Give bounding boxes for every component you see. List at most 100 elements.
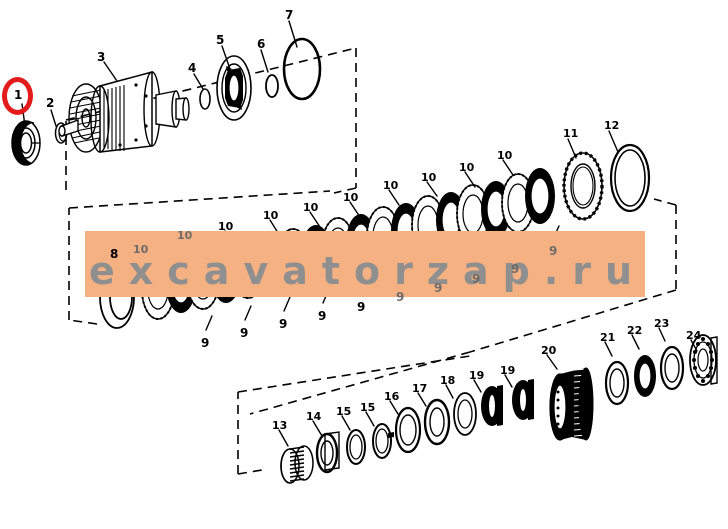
callout-label-9: 9	[434, 281, 443, 295]
leader-line-18	[445, 384, 454, 399]
callout-label-7: 7	[285, 8, 294, 22]
leader-line-9	[361, 279, 369, 295]
callout-label-9: 9	[201, 336, 210, 350]
leader-line-12	[608, 130, 619, 153]
callout-label-14: 14	[306, 410, 322, 423]
callout-label-10: 10	[263, 209, 279, 222]
part-19-spacer-a	[481, 385, 503, 426]
part-17-washer	[423, 398, 451, 446]
leader-line-9	[552, 225, 560, 240]
leader-line-24	[690, 339, 698, 352]
leader-line-3	[103, 61, 118, 82]
callout-label-16: 16	[384, 390, 400, 403]
leader-line-9	[437, 261, 445, 276]
callout-label-20: 20	[541, 344, 557, 357]
part-3-clutch-drum-hub	[58, 71, 190, 153]
part-21-washer	[604, 360, 630, 406]
leader-line-17	[417, 392, 427, 407]
callout-label-10: 10	[383, 179, 399, 192]
part-23-washer	[659, 345, 685, 391]
leader-line-10	[426, 181, 438, 197]
part-6-o-ring	[265, 74, 279, 98]
part-20-splined-shaft	[549, 367, 594, 441]
group-bracket-shaft	[237, 355, 471, 475]
leader-line-10	[224, 230, 237, 248]
callout-label-9: 9	[279, 317, 288, 331]
callout-label-10: 10	[303, 201, 319, 214]
part-1-bearing	[11, 120, 41, 166]
part-4-o-ring	[199, 88, 211, 110]
part-12-plain-ring	[609, 143, 651, 213]
callout-label-9: 9	[318, 309, 327, 323]
leader-line-21	[604, 341, 613, 357]
callout-label-8: 8	[110, 247, 119, 261]
callout-label-9: 9	[472, 272, 481, 286]
leader-line-15	[365, 411, 375, 427]
callout-label-2: 2	[46, 96, 55, 110]
part-15-snap-ring-b	[372, 423, 394, 459]
callout-label-18: 18	[440, 374, 456, 387]
part-24-bearing	[689, 334, 718, 386]
highlight-ring-part-1	[2, 77, 33, 115]
callout-label-6: 6	[257, 37, 266, 51]
part-7-large-o-ring	[282, 37, 322, 101]
leader-line-10	[349, 201, 361, 218]
callout-label-3: 3	[97, 50, 106, 64]
callout-label-23: 23	[654, 317, 670, 330]
leader-line-9	[399, 270, 407, 285]
part-16-washer	[394, 406, 422, 454]
callout-label-9: 9	[396, 290, 405, 304]
callout-label-10: 10	[133, 243, 149, 256]
leader-line-23	[658, 327, 666, 342]
leader-line-14	[312, 420, 323, 437]
part-18-washer	[453, 392, 477, 436]
leader-line-10	[388, 189, 400, 206]
callout-label-1: 1	[14, 88, 23, 102]
callout-label-11: 11	[563, 127, 579, 140]
callout-label-10: 10	[497, 149, 513, 162]
callout-label-17: 17	[412, 382, 428, 395]
part-22-washer	[634, 355, 656, 397]
leader-line-20	[546, 354, 558, 370]
leader-line-10	[464, 171, 476, 188]
leader-line-9	[514, 242, 522, 257]
leader-line-10	[139, 253, 152, 273]
leader-line-4	[193, 73, 204, 90]
callout-label-10: 10	[421, 171, 437, 184]
leader-line-10	[309, 211, 321, 228]
callout-label-9: 9	[240, 326, 249, 340]
part-11-toothed-plate	[562, 151, 604, 221]
leader-line-10	[502, 159, 514, 176]
part-19-spacer-b	[512, 379, 534, 420]
leader-line-9	[283, 296, 291, 312]
callout-label-24: 24	[686, 329, 702, 342]
leader-line-9	[322, 288, 330, 304]
leader-line-15	[341, 415, 351, 431]
leader-line-22	[631, 334, 640, 350]
callout-label-12: 12	[604, 119, 620, 132]
leader-line-10	[183, 239, 195, 258]
leader-line-6	[260, 49, 269, 73]
callout-label-15: 15	[360, 401, 376, 414]
leader-line-10	[269, 219, 281, 237]
callout-label-10: 10	[218, 220, 234, 233]
callout-label-15: 15	[336, 405, 352, 418]
part-5-piston-plate	[216, 55, 252, 121]
part-15-snap-ring-a	[346, 429, 366, 465]
callout-label-19: 19	[469, 369, 485, 382]
leader-line-9	[205, 315, 213, 331]
leader-line-16	[389, 400, 399, 415]
callout-label-4: 4	[188, 61, 197, 75]
callout-label-9: 9	[549, 244, 558, 258]
leader-line-7	[288, 20, 298, 48]
callout-label-21: 21	[600, 331, 616, 344]
callout-label-10: 10	[343, 191, 359, 204]
callout-label-9: 9	[511, 262, 520, 276]
leader-line-19	[473, 379, 482, 393]
part-14-ring	[315, 431, 340, 474]
part-8-backing-plate	[99, 265, 135, 329]
leader-line-9	[475, 252, 483, 267]
callout-label-10: 10	[177, 229, 193, 242]
